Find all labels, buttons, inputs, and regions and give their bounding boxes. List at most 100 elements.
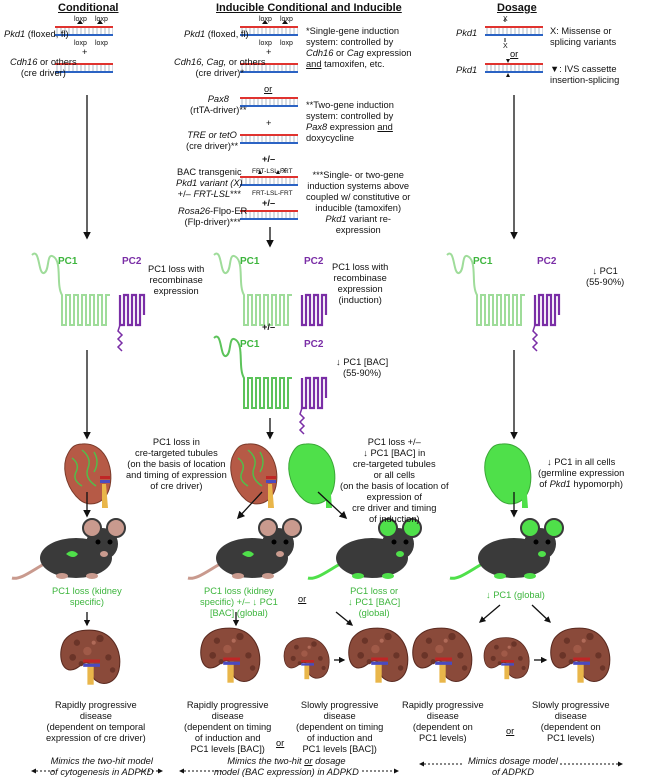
mouse-dos [449, 518, 564, 580]
dna-tre [239, 133, 299, 145]
ind-bac-note: ↓ PC1 [BAC](55-90%) [336, 357, 389, 378]
dna-rosa [239, 209, 299, 221]
mouse-cond [11, 518, 126, 580]
ind-plusminus-1: +/– [262, 154, 276, 164]
pc2-label: PC2 [304, 339, 324, 350]
loxp-label: loxp [280, 16, 293, 23]
disease-kidney-ind-1 [200, 627, 261, 684]
dos-pkd1-label-2: Pkd1 [456, 65, 478, 75]
dos-pc-note: ↓ PC1(55-90%) [586, 266, 625, 287]
loxp-label: loxp [259, 40, 272, 47]
disease-kidney-cond [60, 629, 121, 686]
pc1-label: PC1 [58, 256, 78, 267]
loxp-label: loxp [280, 40, 293, 47]
ind-pax8-label: Pax8(rtTA-driver)** [190, 94, 247, 115]
ind-cre-label: Cdh16, Cag, or others(cre driver)* [174, 57, 266, 78]
dna-floxed-mid [239, 20, 299, 37]
kidney-ind-1 [230, 443, 278, 508]
header-inducible: Inducible Conditional and Inducible [216, 2, 402, 14]
kidney-cond [64, 443, 112, 508]
dos-or: or [510, 49, 519, 59]
loxp-label: loxp [259, 16, 272, 23]
x-label-dos-bottom: X [503, 43, 508, 50]
cond-plus: + [82, 47, 88, 57]
dna-pax8 [239, 96, 299, 108]
protein-cond [31, 252, 146, 352]
protein-bac [213, 335, 328, 435]
disease-kidney-dos-2b [550, 627, 611, 684]
frt-label-top: FRT-LSL-FRT [252, 168, 293, 175]
pc1-label: PC1 [240, 256, 260, 267]
arrow-dos-4a [479, 604, 501, 623]
ind-plusminus-2: +/– [262, 198, 276, 208]
dna-ivs [484, 59, 544, 77]
arrow-ind-4b [335, 611, 354, 626]
ind-or: or [264, 84, 273, 94]
ind-plus-1: + [266, 47, 272, 57]
x-label-dos-top: X [503, 16, 508, 23]
kidney-dos [484, 443, 532, 508]
disease-kidney-dos-1 [412, 627, 473, 684]
header-conditional: Conditional [58, 2, 119, 14]
ind-mouse-or: or [298, 594, 307, 604]
pc2-label: PC2 [122, 256, 142, 267]
arrow-ind-3b [317, 491, 348, 520]
pc2-label: PC2 [537, 256, 557, 267]
loxp-label: loxp [95, 16, 108, 23]
dos-mouse-label: ↓ PC1 (global) [486, 590, 545, 600]
loxp-label: loxp [95, 40, 108, 47]
pc1-label: PC1 [473, 256, 493, 267]
pc2-label: PC2 [304, 256, 324, 267]
dos-pkd1-label-1: Pkd1 [456, 28, 478, 38]
dna-floxed-left [54, 20, 114, 37]
header-dosage: Dosage [497, 2, 537, 14]
ind-pkd1-label: Pkd1 (floxed, fl) [184, 29, 249, 39]
arrow-ind-3a [236, 491, 263, 520]
disease-kidney-ind-2a [283, 637, 330, 680]
loxp-label: loxp [74, 16, 87, 23]
pc1-label: PC1 [240, 339, 260, 350]
kidney-ind-2 [288, 443, 336, 508]
dna-missense [484, 18, 544, 42]
x-label-bac: X [282, 168, 287, 175]
mouse-ind-2 [307, 518, 422, 580]
cond-pkd1-label: Pkd1 (floxed, fl) [4, 29, 69, 39]
cond-cre-label: Cdh16 or others(cre driver) [10, 57, 77, 78]
ind-rosa-label: Rosa26-Flpo-ER(Flp-driver)*** [178, 206, 248, 227]
protein-ind [213, 252, 328, 327]
ind-outcome-or: or [276, 738, 285, 748]
loxp-label: loxp [74, 40, 87, 47]
ind-mouse-2-label: PC1 loss or↓ PC1 [BAC](global) [348, 586, 401, 618]
dos-outcome-or: or [506, 726, 515, 736]
ind-plusminus-3: +/– [262, 322, 276, 332]
disease-kidney-dos-2a [483, 637, 530, 680]
disease-kidney-ind-2b [348, 627, 409, 684]
ind-tre-label: TRE or tetO(cre driver)** [186, 130, 239, 151]
mouse-ind-1 [187, 518, 302, 580]
protein-dos [446, 252, 561, 352]
frt-label-bottom: FRT-LSL-FRT [252, 190, 293, 197]
dna-bac [239, 170, 299, 187]
